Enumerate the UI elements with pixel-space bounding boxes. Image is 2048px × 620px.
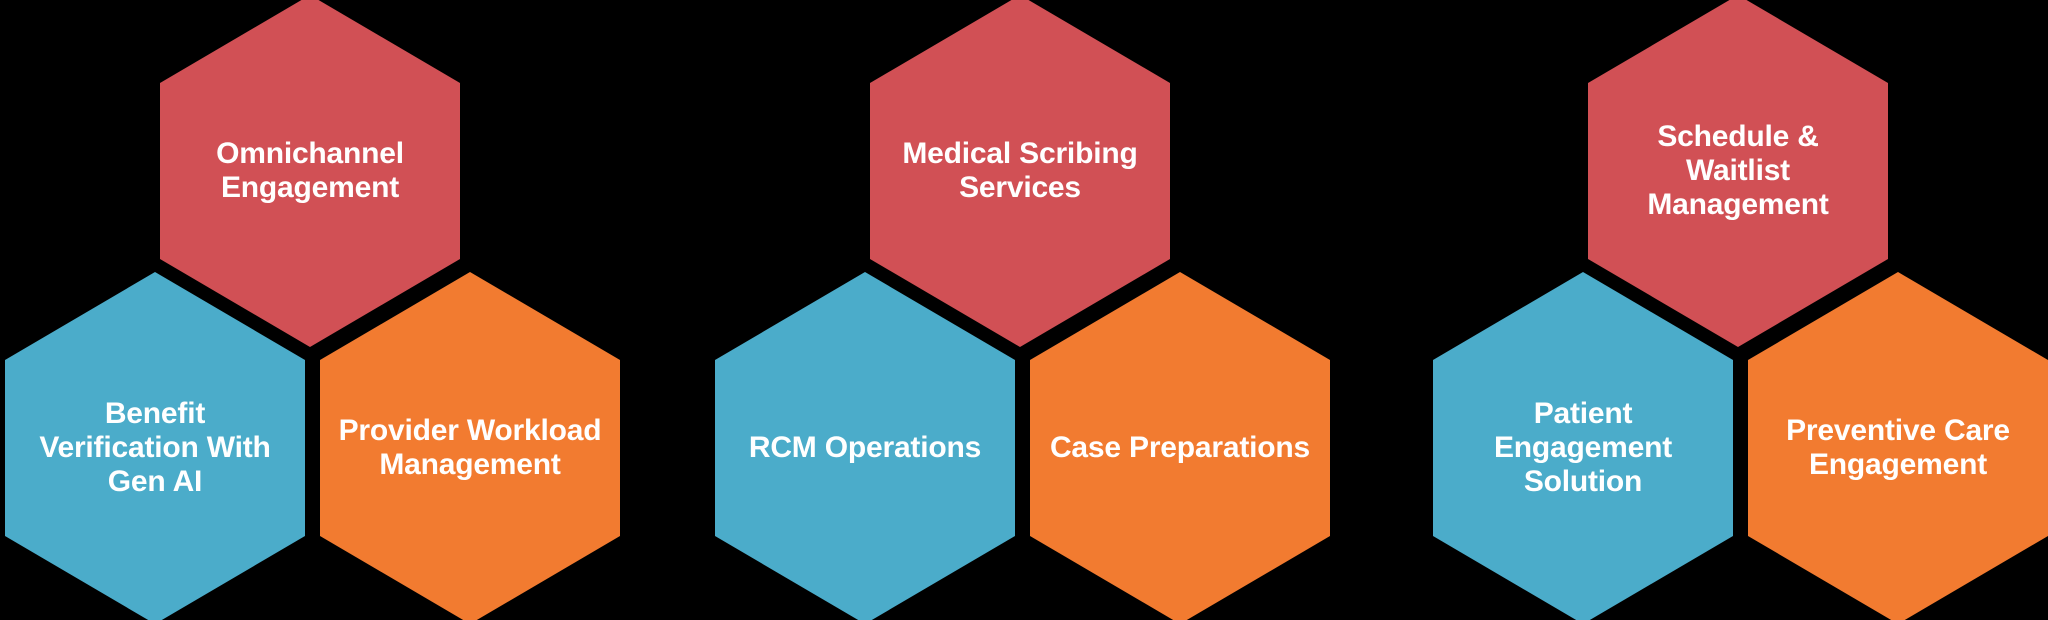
hexagon-label: Case Preparations — [1049, 431, 1311, 465]
hexagon-schedule-waitlist: Schedule & Waitlist Management — [1588, 0, 1888, 347]
hexagon-label: Medical Scribing Services — [902, 137, 1138, 204]
cluster-medical-scribing: Medical Scribing Services RCM Operations… — [715, 0, 1330, 620]
hexagon-label: Patient Engagement Solution — [1493, 397, 1673, 498]
hexagon-label: Benefit Verification With Gen AI — [39, 397, 271, 498]
hexagon-benefit-verification: Benefit Verification With Gen AI — [5, 272, 305, 620]
hexagon-label: Preventive Care Engagement — [1786, 414, 2010, 481]
hexagon-label: Omnichannel Engagement — [216, 137, 404, 204]
hexagon-case-preparations: Case Preparations — [1030, 272, 1330, 620]
hexagon-preventive-care: Preventive Care Engagement — [1748, 272, 2048, 620]
hexagon-label: Schedule & Waitlist Management — [1647, 120, 1829, 221]
cluster-schedule-waitlist: Schedule & Waitlist Management Patient E… — [1433, 0, 2048, 620]
hexagon-label: RCM Operations — [748, 431, 982, 465]
hexagon-omnichannel-engagement: Omnichannel Engagement — [160, 0, 460, 347]
hexagon-medical-scribing: Medical Scribing Services — [870, 0, 1170, 347]
cluster-omnichannel: Omnichannel Engagement Benefit Verificat… — [5, 0, 620, 620]
hexagon-rcm-operations: RCM Operations — [715, 272, 1015, 620]
hexagon-provider-workload: Provider Workload Management — [320, 272, 620, 620]
hexagon-patient-engagement: Patient Engagement Solution — [1433, 272, 1733, 620]
hexagon-label: Provider Workload Management — [338, 414, 602, 481]
